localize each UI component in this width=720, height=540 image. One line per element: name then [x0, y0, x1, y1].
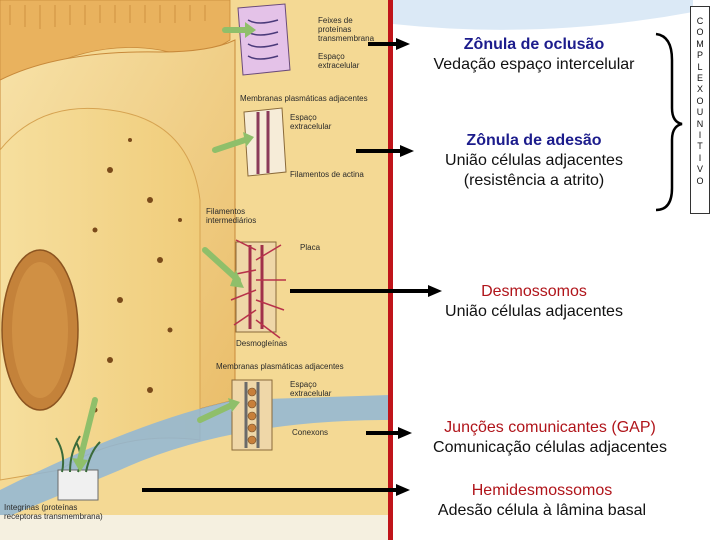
green-arrows — [77, 27, 248, 463]
side-letter: P — [696, 50, 703, 61]
label-desmogleins: Desmogleínas — [236, 339, 288, 348]
adherens-junction-detail — [243, 107, 287, 177]
junction-title: Zônula de adesão — [466, 132, 602, 149]
junction-adherens: Zônula de adesão União células adjacente… — [400, 131, 668, 191]
label-intermediate-filaments: Filamentos intermediários — [206, 207, 257, 225]
side-letter: O — [696, 175, 704, 186]
side-letter: N — [696, 118, 704, 129]
side-letter: O — [696, 95, 704, 106]
side-letter: C — [696, 16, 704, 26]
side-letter: E — [696, 73, 703, 84]
side-letter: T — [697, 141, 703, 152]
junction-line: União células adjacentes — [445, 303, 623, 320]
side-letter: V — [696, 164, 703, 175]
label-plaque: Placa — [300, 243, 321, 252]
label-transmembrane-proteins: Feixes de proteínas transmembrana — [318, 16, 375, 43]
side-letter: L — [697, 61, 703, 72]
tight-junction-detail — [237, 3, 291, 76]
junction-title: Junções comunicantes (GAP) — [444, 419, 656, 436]
junction-line: União células adjacentes — [445, 152, 623, 169]
side-letter: X — [696, 84, 703, 95]
junction-hemidesmosome: Hemidesmossomos Adesão célula à lâmina b… — [400, 481, 684, 521]
label-extracellular-space-1: Espaço extracelular — [318, 52, 360, 70]
junction-line: Adesão célula à lâmina basal — [437, 502, 647, 519]
junction-title: Hemidesmossomos — [471, 482, 613, 499]
side-letter: I — [698, 152, 702, 163]
side-label-box: C O M P L E X O U N I T I V O — [690, 6, 710, 214]
junction-title: Desmossomos — [481, 283, 587, 300]
label-actin-filaments: Filamentos de actina — [290, 170, 364, 179]
junction-gap: Junções comunicantes (GAP) Comunicação c… — [398, 418, 702, 458]
cell-junction-illustration — [0, 0, 390, 540]
label-connexons: Conexons — [292, 428, 329, 437]
label-extracellular-space-2: Espaço extracelular — [290, 113, 332, 131]
junction-tight: Zônula de oclusão Vedação espaço interce… — [400, 35, 668, 75]
side-letter: U — [696, 107, 704, 118]
gap-junction-detail — [231, 379, 273, 451]
label-integrins: Integrinas (proteínas receptoras transme… — [4, 503, 103, 521]
side-letter: I — [698, 130, 702, 141]
junction-title: Zônula de oclusão — [463, 36, 605, 53]
label-adjacent-membranes-2: Membranas plasmáticas adjacentes — [216, 362, 344, 371]
side-letter: M — [696, 38, 704, 49]
label-adjacent-membranes-1: Membranas plasmáticas adjacentes — [240, 94, 368, 103]
divider-line — [388, 0, 393, 540]
junction-desmosome: Desmossomos União células adjacentes — [400, 282, 668, 322]
decorative-wedge — [393, 0, 693, 30]
junction-line: Vedação espaço intercelular — [433, 56, 635, 73]
side-letter: O — [696, 27, 704, 38]
junction-line: (resistência a atrito) — [463, 172, 605, 189]
hemidesmosome-detail — [55, 435, 101, 501]
label-extracellular-space-3: Espaço extracelular — [290, 380, 332, 398]
junction-line: Comunicação células adjacentes — [433, 439, 667, 456]
